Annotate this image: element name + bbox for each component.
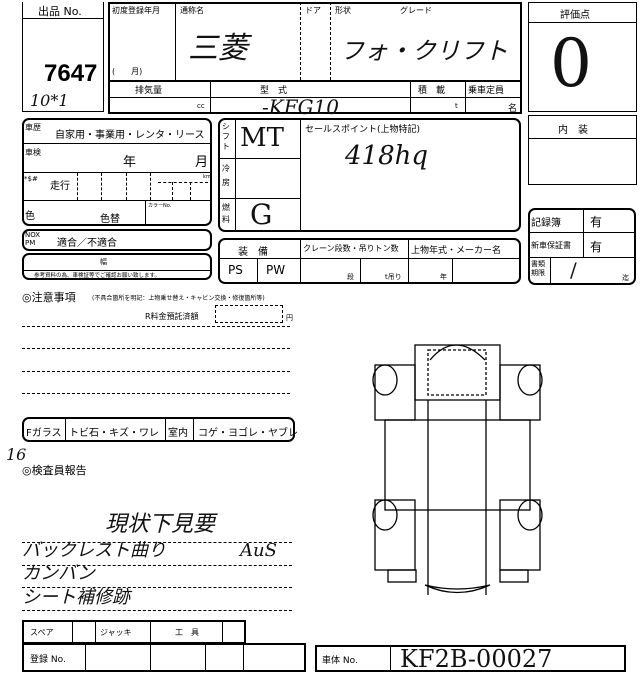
color-no-label: カラーNo. [148, 203, 172, 209]
inspector-line-2: バックレスト曲り [22, 540, 166, 561]
sales-point-label: セールスポイント(上物特記) [305, 125, 421, 135]
month-label-2: 月 [195, 155, 209, 170]
t-label: t [455, 102, 458, 110]
month-label: ( 月) [112, 67, 143, 76]
mileage-label: 走行 [50, 181, 70, 192]
inspector-title: ◎検査員報告 [22, 464, 87, 477]
inspector-line-1: 現状下見要 [105, 512, 216, 537]
inspection-label: 車検 [25, 148, 41, 157]
dan-label: 段 [347, 273, 354, 281]
history-label: 車歴 [25, 123, 41, 132]
year-label: 年 [123, 155, 137, 170]
first-reg-label: 初度登録年月 [112, 6, 160, 15]
fuel-label: 燃料 [222, 203, 230, 224]
lot-box [22, 2, 104, 112]
docs-label: 書類期限 [531, 260, 545, 277]
displacement-label: 排気量 [135, 86, 163, 96]
vehicle-info-box [108, 2, 522, 114]
name-value: 三菱 [188, 31, 248, 66]
grade-value: フォ・クリフト [340, 37, 508, 65]
inspector-line-4: シート補修跡 [22, 587, 130, 608]
forklift-diagram [372, 344, 543, 595]
recycle-fee-label: R料金預託済額 [145, 312, 199, 321]
interior-label: 内 装 [558, 125, 588, 136]
chassis-no-value: KF2B-00027 [400, 645, 553, 673]
lot-label: 出品 No. [38, 5, 82, 18]
shift-value: MT [240, 123, 284, 153]
equipment-pw: PW [266, 263, 286, 277]
fuel-value: G [250, 198, 273, 231]
nox-value: 適合／不適合 [57, 238, 117, 249]
mileage-prefix: *$# [24, 175, 38, 183]
equipment-box [218, 238, 521, 284]
capacity-label: 乗車定員 [468, 86, 505, 96]
load-label: 積 載 [418, 86, 446, 96]
glass-label: Fガラス [26, 428, 62, 439]
cc-label: cc [197, 102, 205, 110]
color-label: 色 [25, 211, 35, 222]
model-label: 型 式 [260, 86, 288, 96]
lot-number: 7647 [44, 60, 98, 87]
nox-label: NOX PM [25, 231, 41, 247]
interior-damage-label: コゲ・ヨゴレ・ヤブレ [198, 428, 298, 439]
inspector-mark: 16 [6, 445, 27, 464]
nox-box [22, 229, 212, 251]
equipment-label: 装 備 [238, 247, 268, 258]
score-label: 評価点 [560, 10, 590, 21]
score-value: 0 [550, 25, 592, 102]
width-label: 幅 [100, 258, 107, 266]
sales-point-value: 418hq [345, 141, 429, 171]
score-box [528, 2, 637, 112]
shape-label: 形状 [335, 6, 351, 15]
nen-label: 年 [440, 273, 447, 281]
km-label: km [203, 174, 211, 180]
interior-box [528, 115, 637, 185]
grade-label: グレード [400, 6, 432, 15]
registration-no-box [22, 643, 306, 672]
jack-label: ジャッキ [100, 628, 132, 637]
warranty-label: 新車保証書 [531, 241, 571, 250]
dims-note: 参考資料の為、車検証等でご確認お願い致します。 [34, 273, 160, 279]
accessories-box [22, 620, 246, 644]
registration-no-label: 登録 No. [30, 655, 66, 665]
records-box [528, 208, 636, 285]
glass-damage-label: トビ石・キズ・ワレ [69, 428, 159, 439]
tools-label: 工 具 [175, 628, 199, 637]
record-book-value: 有 [590, 215, 603, 229]
chassis-no-label: 車体 No. [322, 656, 358, 666]
model-value: -KFG10 [262, 95, 340, 119]
warranty-value: 有 [590, 240, 603, 254]
inspector-aus: AuS [240, 540, 277, 561]
shift-box [218, 118, 521, 232]
equipment-ps: PS [228, 263, 243, 277]
lot-handwritten: 10*1 [30, 91, 69, 110]
shift-label: シフト [222, 122, 230, 151]
body-maker-label: 上物年式・メーカー名 [411, 246, 502, 256]
glass-box [22, 417, 295, 442]
spare-label: スペア [30, 628, 54, 637]
dimensions-box [22, 253, 212, 280]
door-label: ドア [305, 6, 321, 15]
notes-title: ◎注意事項 [22, 291, 76, 304]
docs-until: 迄 [622, 274, 629, 282]
tsuri-label: t吊り [385, 273, 402, 281]
recycle-fee-field [215, 305, 283, 323]
inspector-line-3: カンバン [22, 563, 95, 584]
name-label: 通称名 [180, 6, 204, 15]
persons-label: 名 [508, 104, 518, 114]
interior-room-label: 室内 [168, 428, 188, 439]
docs-value: / [570, 258, 577, 282]
notes-subtitle: (不具合箇所を明記：上物乗せ替え・キャビン交換・修復箇所等) [92, 295, 265, 302]
chassis-no-box [315, 645, 626, 672]
record-book-label: 記録簿 [531, 218, 561, 229]
crane-label: クレーン段数・吊りトン数 [303, 244, 399, 253]
ac-label: 冷房 [222, 164, 230, 187]
color-change-label: 色替 [100, 214, 120, 225]
yen-label: 円 [286, 314, 293, 322]
history-options: 自家用・事業用・レンタ・リース [55, 130, 205, 141]
